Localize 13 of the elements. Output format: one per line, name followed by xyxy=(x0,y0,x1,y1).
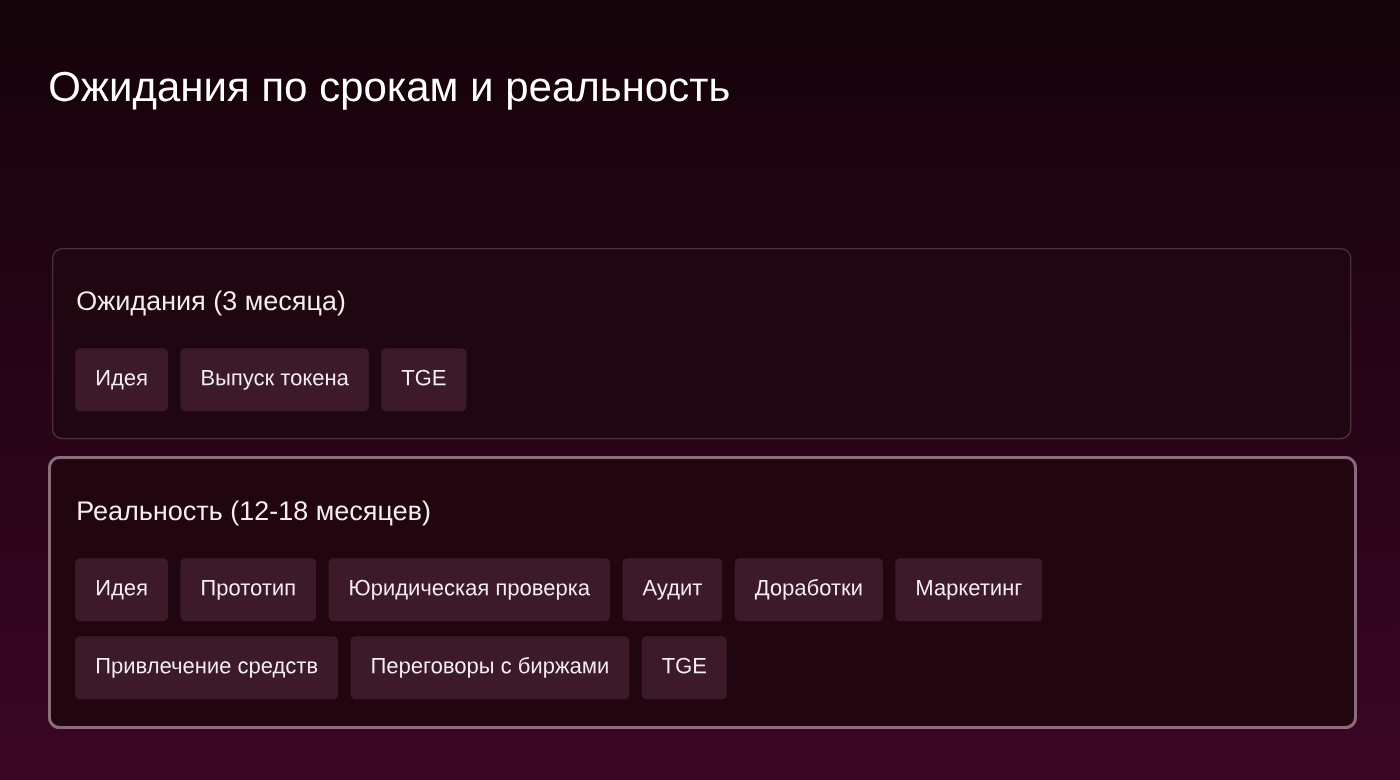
step-chip: Маркетинг xyxy=(895,558,1043,622)
step-chip: Идея xyxy=(75,348,168,412)
step-chip: Прототип xyxy=(180,558,317,622)
step-chip: Переговоры с биржами xyxy=(350,636,630,700)
step-chip: Юридическая проверка xyxy=(328,558,611,622)
step-chip: Привлечение средств xyxy=(75,636,339,700)
step-chip: Идея xyxy=(75,558,168,622)
step-chip: Аудит xyxy=(622,558,723,622)
title: Ожидания по срокам и реальность xyxy=(50,71,729,110)
step-chip: TGE xyxy=(381,348,467,412)
step-chip: Выпуск токена xyxy=(180,348,369,412)
step-chip: Доработки xyxy=(734,558,883,622)
step-chip: TGE xyxy=(641,636,727,700)
